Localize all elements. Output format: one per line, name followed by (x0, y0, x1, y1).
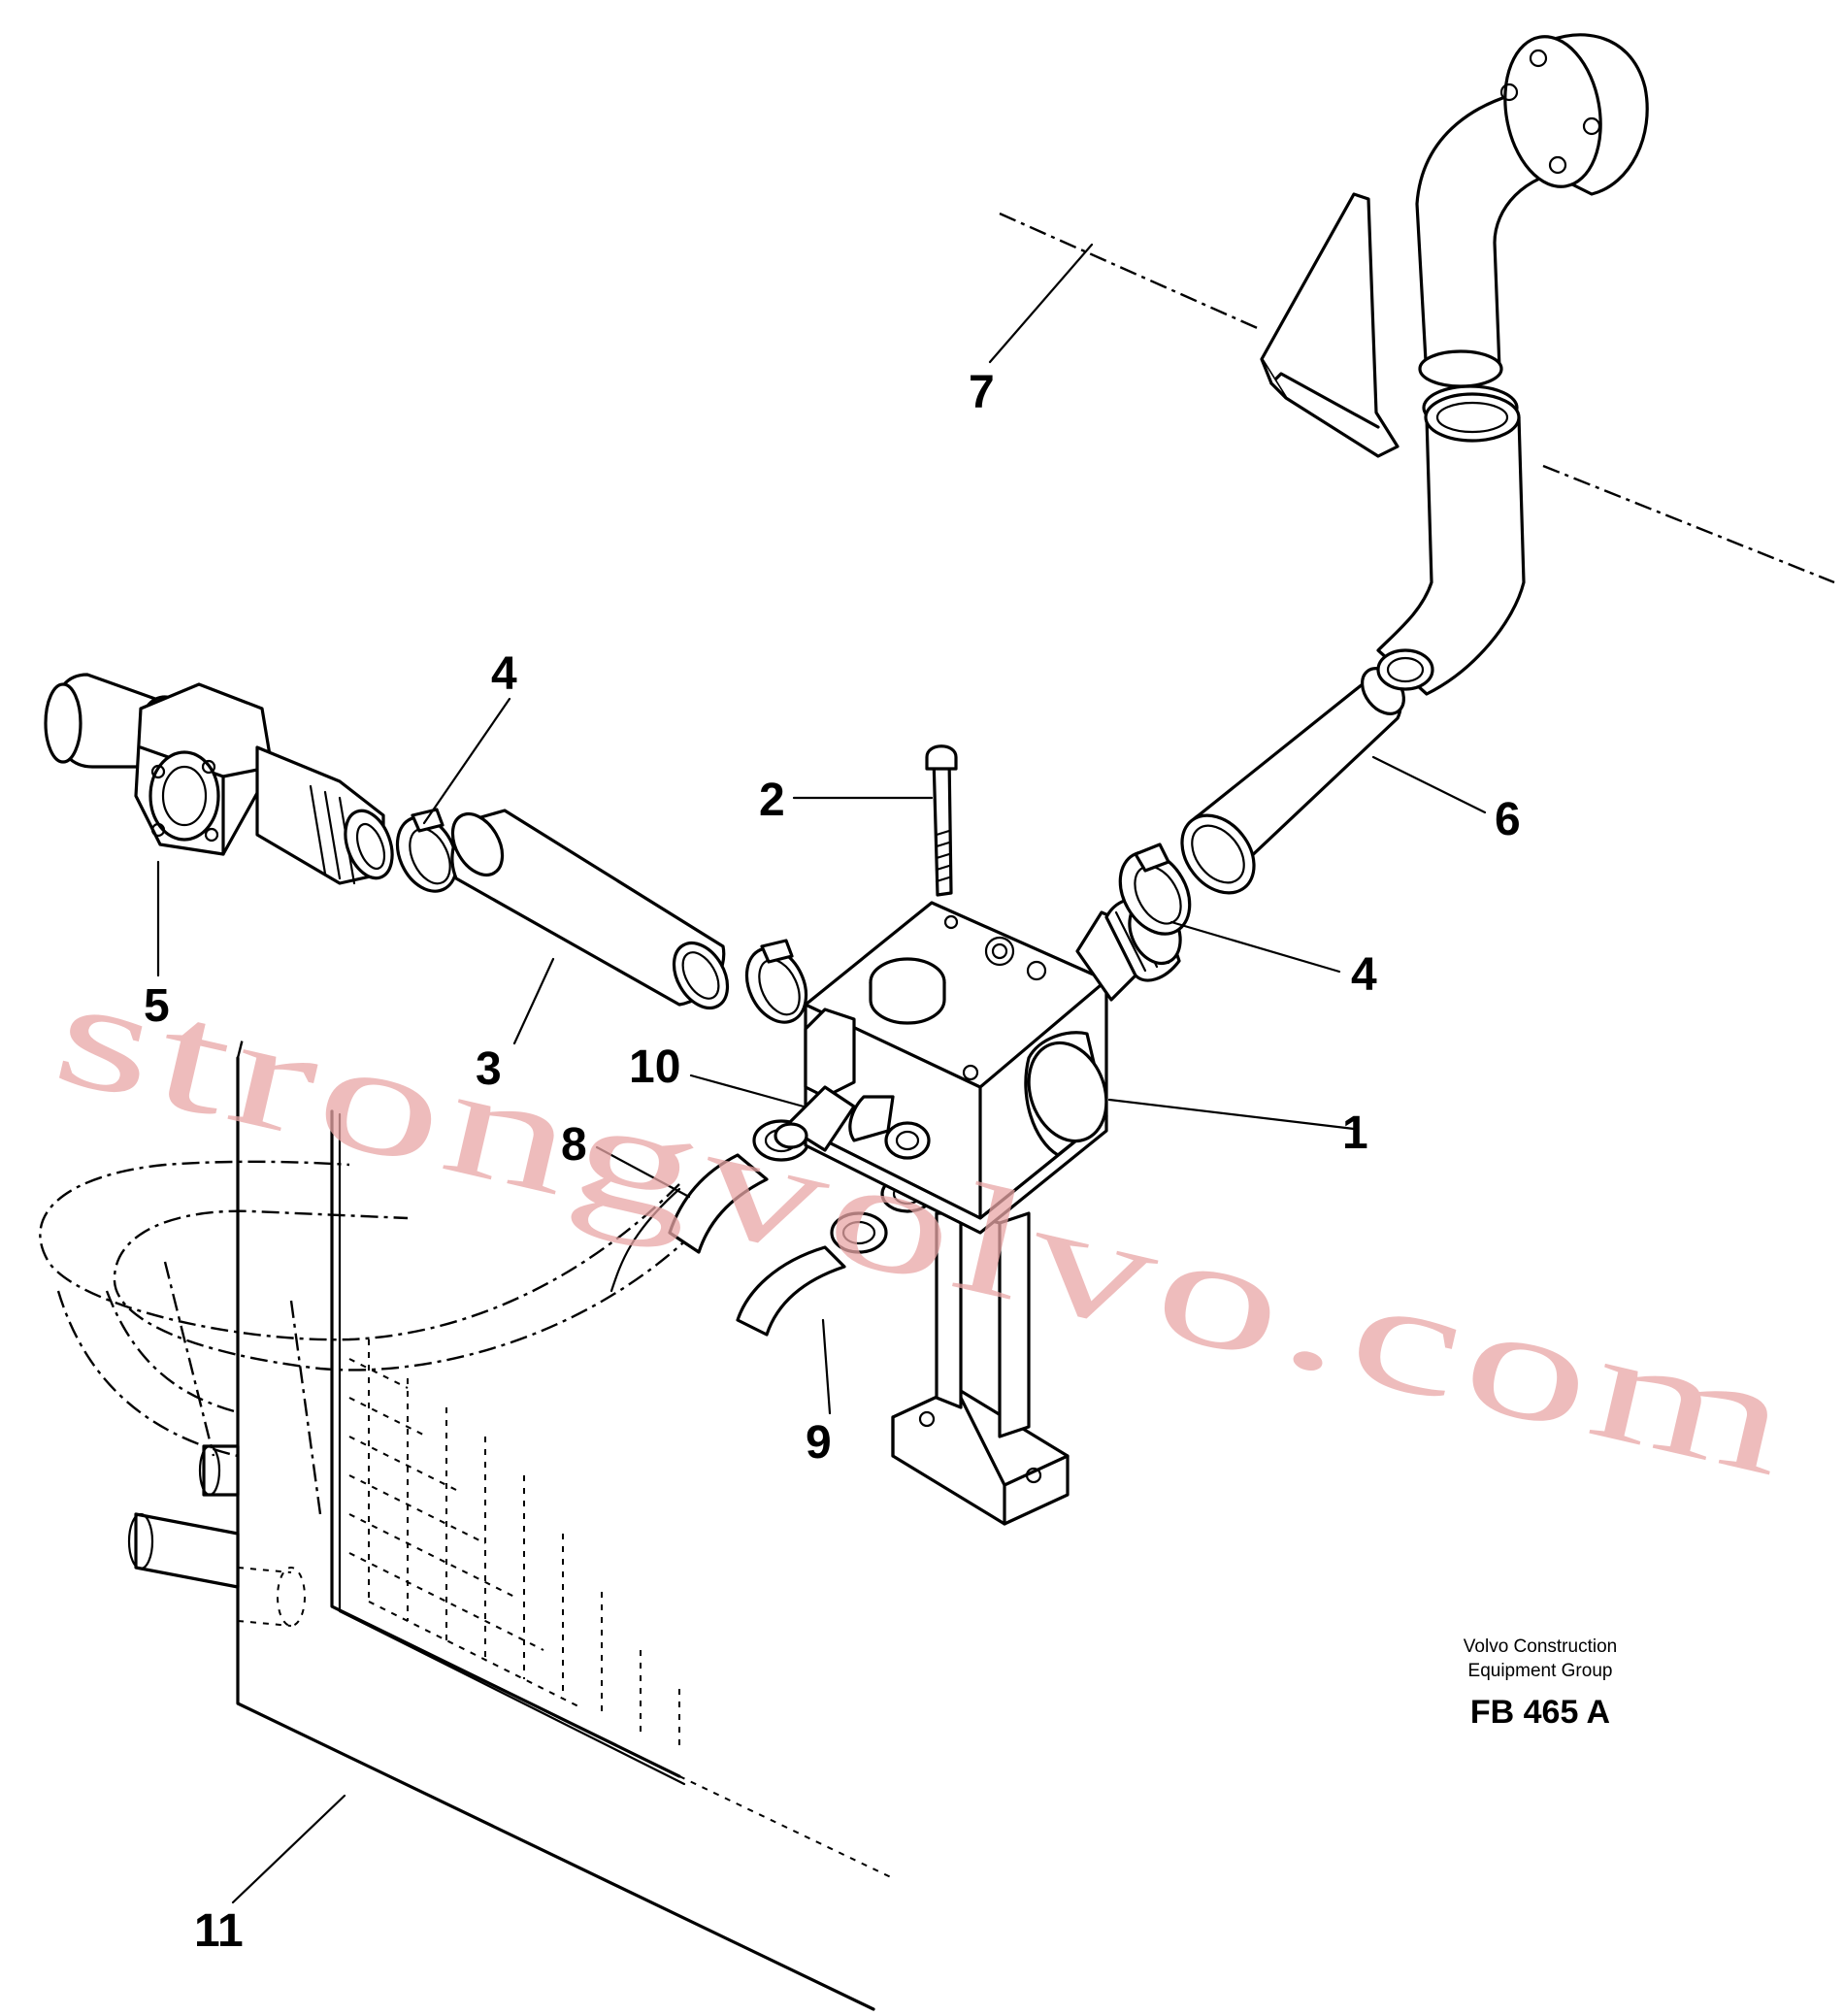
callout-11: 11 (194, 1905, 244, 1957)
leader-lines (156, 243, 1487, 1904)
mounting-axis-line (999, 212, 1835, 584)
hose-clamp-right (1118, 843, 1192, 936)
drawing-code: FB 465 A (1470, 1694, 1610, 1731)
callout-5: 5 (144, 980, 170, 1032)
callout-1: 1 (1342, 1107, 1368, 1159)
cooler-hoses (39, 1160, 695, 1515)
mounting-bracket (1260, 192, 1399, 458)
hose-6 (1180, 667, 1405, 895)
callout-8: 8 (561, 1119, 587, 1171)
bolt (925, 744, 958, 897)
cooler-core-hatching (348, 1339, 680, 1747)
cooler-radiator (127, 1038, 894, 2011)
callout-7: 7 (969, 367, 995, 418)
callout-10: 10 (629, 1041, 680, 1093)
pipe-upper-bend (1415, 33, 1649, 431)
credit-line-2: Equipment Group (1468, 1661, 1613, 1681)
callout-2: 2 (759, 775, 785, 826)
callout-6: 6 (1495, 794, 1521, 845)
callout-4-right: 4 (1351, 949, 1377, 1001)
callout-9: 9 (806, 1417, 832, 1469)
flange-elbow (44, 673, 394, 885)
hose-clamp-middle (744, 939, 808, 1024)
callout-3: 3 (476, 1043, 502, 1095)
callout-4-left: 4 (491, 648, 517, 700)
credit-line-1: Volvo Construction (1464, 1636, 1617, 1657)
hose-clamp-left (395, 808, 459, 893)
pipe-lower-bend (1376, 392, 1526, 696)
hose-3 (450, 809, 730, 1010)
valve-support-stand (891, 1211, 1070, 1526)
